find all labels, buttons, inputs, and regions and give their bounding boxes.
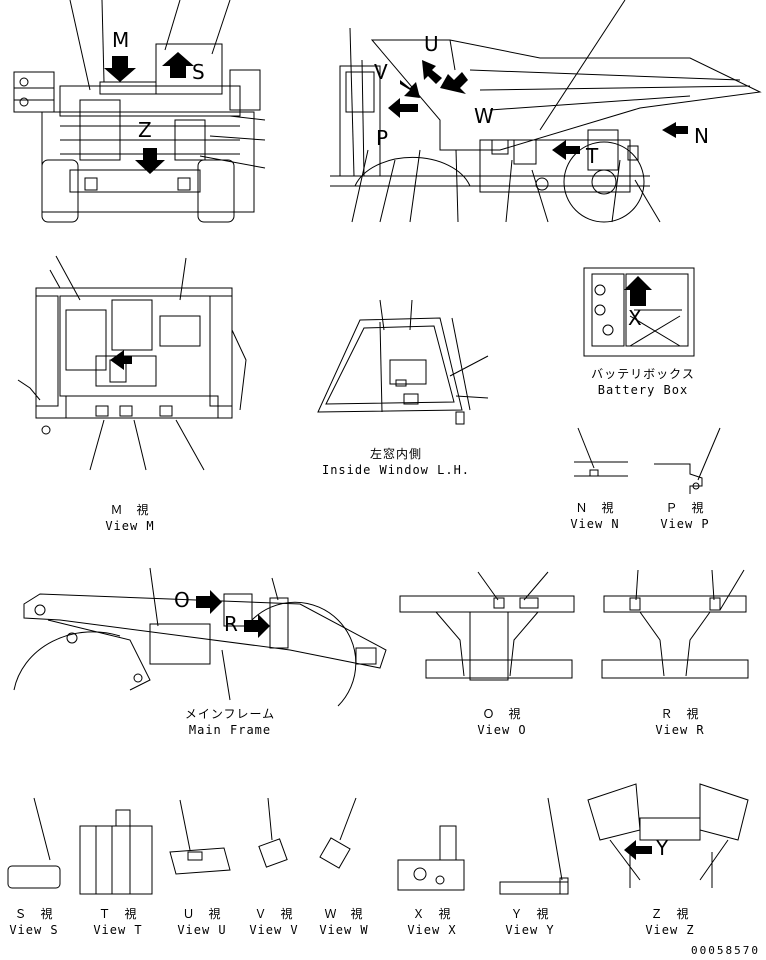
caption-view-m-en: View M [105, 519, 155, 533]
caption-view-r-en: View R [655, 723, 705, 737]
arrow-letter-z: Z [138, 118, 152, 142]
caption-view-s-jp: Ｓ 視 [14, 907, 54, 921]
view-y-drawing [500, 798, 568, 894]
document-number: 00058570 [691, 944, 760, 957]
arrow-letter-s: S [192, 60, 205, 84]
caption-view-r: Ｒ 視 View R [640, 706, 720, 738]
caption-view-u: Ｕ 視 View U [168, 906, 236, 938]
arrow-letter-t: T [586, 144, 599, 168]
caption-view-z-en: View Z [645, 923, 695, 937]
caption-main-frame-jp: メインフレーム [184, 707, 276, 721]
window-lh-drawing [318, 300, 488, 424]
arrow-letter-v: V [374, 60, 388, 84]
caption-view-p: Ｐ 視 View P [650, 500, 720, 532]
view-n-drawing [574, 428, 628, 476]
battery-box-drawing [584, 268, 694, 356]
caption-view-t-en: View T [93, 923, 143, 937]
view-m-arrow [110, 350, 132, 370]
caption-view-t: Ｔ 視 View T [84, 906, 152, 938]
caption-view-v-jp: Ｖ 視 [254, 907, 294, 921]
battery-box-arrow [624, 276, 652, 306]
arrow-letter-n: N [694, 124, 709, 148]
caption-view-m-jp: Ｍ 視 [110, 503, 150, 517]
arrow-letter-u: U [424, 32, 439, 56]
front-view-truck [14, 0, 265, 222]
caption-battery-box-en: Battery Box [597, 383, 689, 397]
caption-view-u-en: View U [177, 923, 227, 937]
caption-view-w-jp: Ｗ 視 [324, 907, 364, 921]
view-s-drawing [8, 798, 60, 888]
caption-view-o-en: View O [477, 723, 527, 737]
caption-view-u-jp: Ｕ 視 [182, 907, 222, 921]
caption-view-z-jp: Ｚ 視 [650, 907, 690, 921]
main-frame-arrows [196, 590, 270, 638]
view-u-drawing [170, 800, 230, 874]
caption-view-p-en: View P [660, 517, 710, 531]
caption-view-z: Ｚ 視 View Z [636, 906, 704, 938]
arrow-letter-y: Y [656, 836, 669, 860]
caption-view-n-en: View N [570, 517, 620, 531]
caption-window-lh-en: Inside Window L.H. [321, 463, 471, 477]
view-z-drawing [588, 784, 748, 888]
view-t-drawing [80, 810, 152, 894]
caption-battery-box: バッテリボックス Battery Box [578, 366, 708, 398]
view-w-drawing [320, 798, 356, 868]
caption-view-x: Ｘ 視 View X [398, 906, 466, 938]
view-p-drawing [654, 428, 720, 494]
caption-view-w-en: View W [319, 923, 369, 937]
caption-view-s: Ｓ 視 View S [0, 906, 68, 938]
caption-view-m: Ｍ 視 View M [90, 502, 170, 534]
caption-view-y-jp: Ｙ 視 [510, 907, 550, 921]
caption-view-p-jp: Ｐ 視 [665, 501, 705, 515]
caption-view-y: Ｙ 視 View Y [496, 906, 564, 938]
caption-window-lh: 左窓内側 Inside Window L.H. [306, 446, 486, 478]
caption-view-r-jp: Ｒ 視 [660, 707, 700, 721]
caption-window-lh-jp: 左窓内側 [369, 447, 422, 461]
view-o-drawing [400, 572, 574, 680]
caption-view-y-en: View Y [505, 923, 555, 937]
caption-view-n: Ｎ 視 View N [560, 500, 630, 532]
view-r-drawing [602, 570, 748, 678]
caption-view-x-jp: Ｘ 視 [412, 907, 452, 921]
view-x-drawing [398, 826, 464, 890]
view-v-drawing [259, 798, 287, 867]
front-view-arrows [104, 52, 194, 174]
caption-main-frame-en: Main Frame [188, 723, 272, 737]
caption-battery-box-jp: バッテリボックス [591, 367, 695, 381]
caption-view-n-jp: Ｎ 視 [575, 501, 615, 515]
caption-main-frame: メインフレーム Main Frame [170, 706, 290, 738]
caption-view-o-jp: Ｏ 視 [482, 707, 522, 721]
arrow-letter-p: P [376, 126, 389, 150]
side-view-arrows [388, 60, 688, 160]
main-frame-drawing [14, 568, 386, 706]
view-z-arrow [624, 840, 652, 860]
arrow-letter-o: O [174, 588, 190, 612]
arrow-letter-r: R [224, 612, 238, 636]
side-view-truck [330, 0, 760, 222]
caption-view-x-en: View X [407, 923, 457, 937]
caption-view-v: Ｖ 視 View V [240, 906, 308, 938]
arrow-letter-x: X [628, 306, 642, 330]
caption-view-v-en: View V [249, 923, 299, 937]
arrow-letter-m: M [112, 28, 130, 52]
caption-view-w: Ｗ 視 View W [310, 906, 378, 938]
caption-view-o: Ｏ 視 View O [462, 706, 542, 738]
caption-view-t-jp: Ｔ 視 [98, 907, 138, 921]
caption-view-s-en: View S [9, 923, 59, 937]
arrow-letter-w: W [474, 104, 494, 128]
